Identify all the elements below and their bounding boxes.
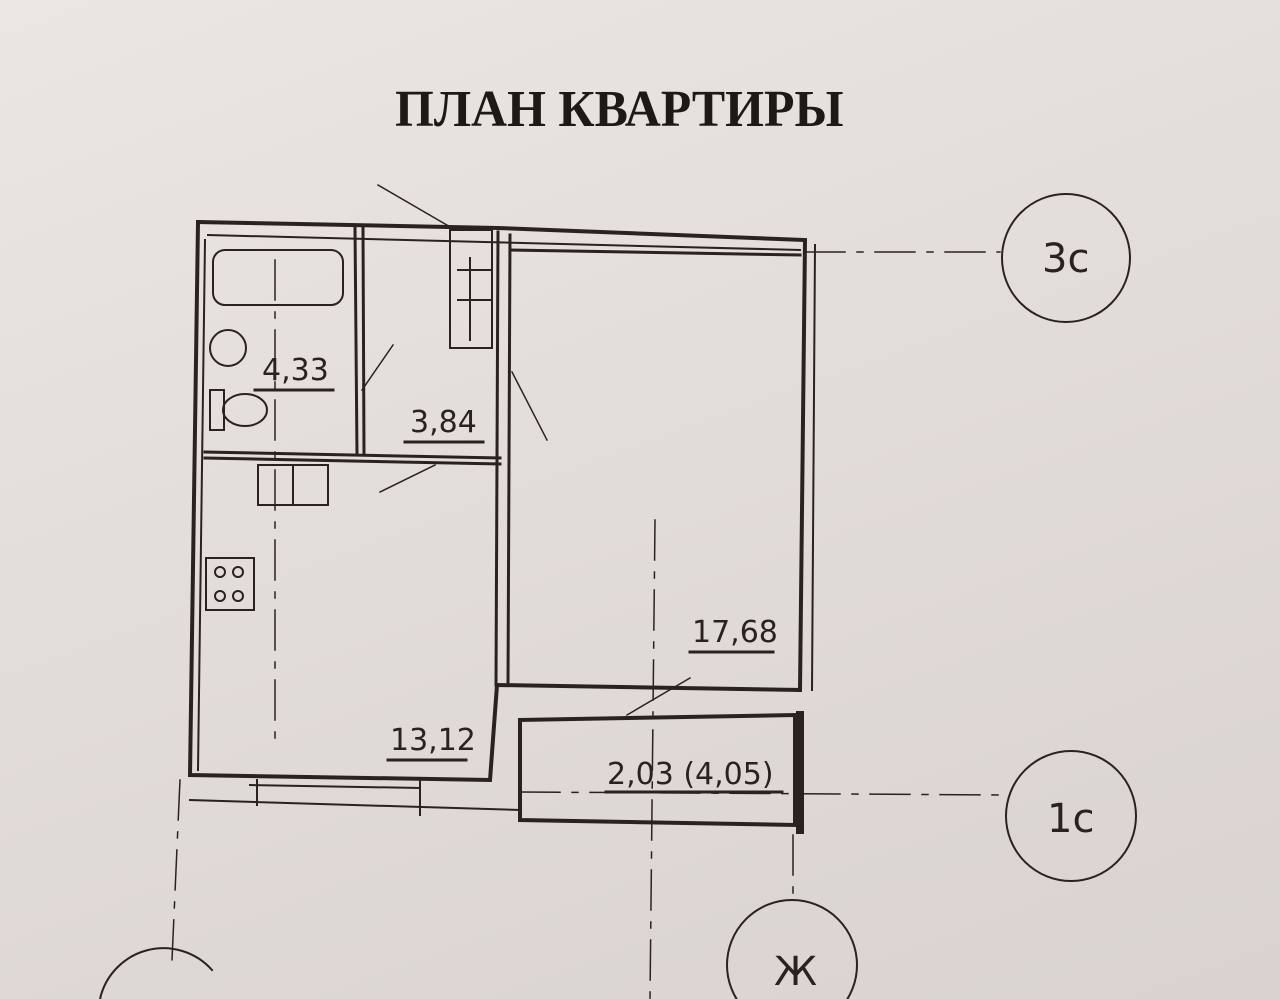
ventilation-shaft bbox=[449, 229, 493, 349]
bathtub-icon bbox=[212, 249, 344, 306]
sink-icon bbox=[209, 329, 247, 367]
outer-walls bbox=[187, 219, 817, 783]
axis-label-3c: 3с bbox=[1042, 236, 1089, 282]
axis-label-zh: Ж bbox=[774, 949, 817, 995]
axis-marker-partial bbox=[98, 947, 214, 999]
room-area-kitchen: 13,12 bbox=[390, 723, 476, 758]
axis-label-1c: 1с bbox=[1047, 796, 1094, 842]
room-area-hallway: 3,84 bbox=[410, 405, 477, 440]
internal-walls bbox=[203, 226, 802, 687]
room-area-bathroom: 4,33 bbox=[262, 353, 329, 388]
axis-marker-1c bbox=[1005, 750, 1137, 882]
axis-marker-3c bbox=[1001, 193, 1131, 323]
room-area-living-room: 17,68 bbox=[692, 615, 778, 650]
door-swings bbox=[360, 183, 692, 717]
balcony-outline bbox=[188, 711, 804, 834]
toilet-icon bbox=[222, 393, 268, 427]
room-area-balcony: 2,03 (4,05) bbox=[607, 757, 774, 792]
stove-icon bbox=[205, 557, 255, 611]
plan-title: ПЛАН КВАРТИРЫ bbox=[395, 81, 844, 138]
axis-marker-zh bbox=[726, 899, 858, 999]
